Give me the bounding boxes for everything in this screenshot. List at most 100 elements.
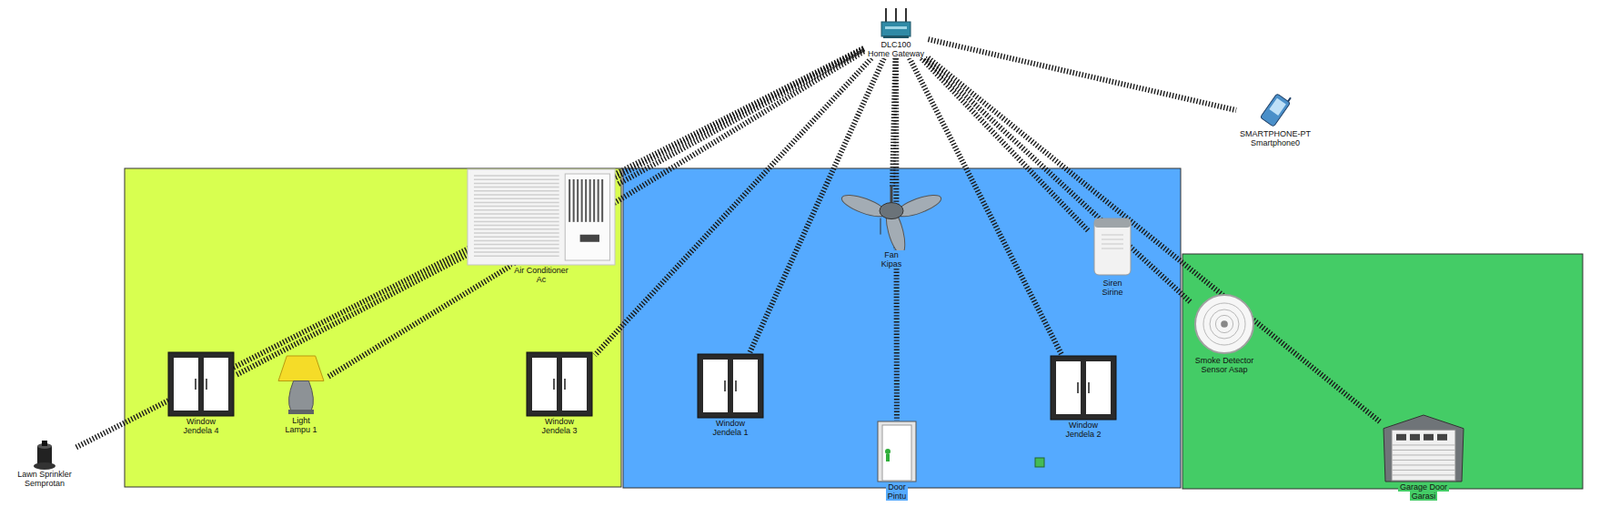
device-name-label: Garasi [1409,491,1439,501]
ac-icon-part [473,174,560,177]
device-name-label: Smartphone0 [1248,138,1302,148]
device-node: Lawn SprinklerSemprotan [13,438,76,488]
ac-icon-part [573,179,575,222]
siren-icon-part [1094,218,1131,228]
device-name-label: Jendela 1 [710,427,750,437]
window-icon-part [1056,361,1081,414]
room-yellow [124,168,622,487]
ac-icon-part [473,193,560,196]
ac-icon-part [473,228,560,231]
window-icon-part [703,359,728,413]
smoke-icon-part [1203,302,1246,345]
device-node: WindowJendela 1 [694,352,766,437]
window-icon-part [194,378,197,390]
garage-icon-part [1423,433,1434,441]
wireless-link [928,58,1381,423]
smoke-icon-part [1220,320,1228,328]
status-square [1035,457,1045,467]
gateway-icon-part [883,35,909,39]
device-name-label: Semprotan [22,478,67,488]
window-icon-part [553,378,555,390]
device-name-label: Jendela 2 [1063,429,1103,439]
phone-icon-part [1259,93,1290,128]
garage-icon-part [1437,433,1448,441]
wireless-link [617,49,865,184]
ac-icon-part [568,179,571,222]
ac-icon-part [473,231,560,234]
ac-icon-part [473,178,560,181]
siren-icon-part [1101,248,1124,250]
ac-icon-part [564,173,610,261]
gateway-symbol [878,5,914,41]
device-node: DoorPintu [873,420,921,501]
phone-icon [1259,90,1293,127]
room-green [1182,253,1583,489]
ac-icon-part [473,186,560,189]
ac-icon-part [593,179,595,222]
siren-symbol [1090,214,1135,279]
device-node: SMARTPHONE-PTSmartphone0 [1236,90,1315,148]
garage-icon-part [1391,473,1456,475]
fan-symbol [840,186,943,251]
device-node: SirenSirine [1088,214,1137,297]
device-node: Air ConditionerAc [464,168,618,284]
sprinkler-symbol [30,438,59,470]
room-blue [623,168,1181,488]
fan-icon-part [879,202,904,220]
device-type-label: Window [543,416,576,426]
ac-icon-part [473,205,560,208]
window-symbol [525,351,594,417]
lamp-icon-part [289,381,314,412]
window-icon-part [1050,355,1117,420]
wireless-link [328,51,865,377]
window-symbol [167,351,235,417]
sprinkler-icon [33,440,56,470]
garage-icon-part [1391,443,1456,445]
garage-icon-part [1391,429,1456,481]
device-node: FanKipas [838,186,945,269]
smoke-icon-part [1209,309,1239,339]
device-type-label: Smoke Detector [1193,355,1257,365]
window-icon-part [733,359,758,413]
phone-icon-part [1259,90,1293,127]
garage-icon-part [1391,449,1456,451]
window-icon-part [562,357,587,411]
ac-icon-part [473,224,560,227]
device-type-label: Siren [1100,278,1124,288]
ac-icon-part [597,179,600,222]
ac-icon-part [473,212,560,215]
device-type-label: Fan [882,250,901,260]
device-name-label: Home Gateway [865,49,926,59]
window-icon-part [1076,382,1079,393]
device-node: DLC100Home Gateway [864,5,929,59]
device-name-label: Kipas [879,259,905,269]
device-name-label: Jendela 4 [181,425,221,435]
siren-icon-part [1101,234,1124,236]
device-node: LightLampu 1 [273,352,329,434]
door-icon [877,421,916,482]
ac-icon-part [473,197,560,200]
wireless-link [928,39,1238,111]
device-node: WindowJendela 4 [165,351,237,435]
device-name-label: Lampu 1 [282,424,319,434]
window-icon-part [697,353,764,418]
window-icon-part [734,380,737,392]
device-type-label: Window [1066,420,1100,430]
gateway-icon [881,8,911,39]
fan-icon [840,186,943,251]
door-symbol [875,420,919,483]
device-name-label: Pintu [885,491,909,501]
window-symbol [696,352,765,419]
ac-icon-part [584,179,587,222]
sprinkler-icon-part [33,462,56,470]
ac-icon-part [473,247,560,250]
smoke-icon [1195,294,1254,353]
window-symbol [1049,354,1117,421]
phone-icon-part [1288,97,1291,101]
window-icon-part [1087,382,1090,393]
ac-icon-part [473,201,560,204]
ac-icon-part [473,209,560,212]
ac-symbol [466,168,616,266]
